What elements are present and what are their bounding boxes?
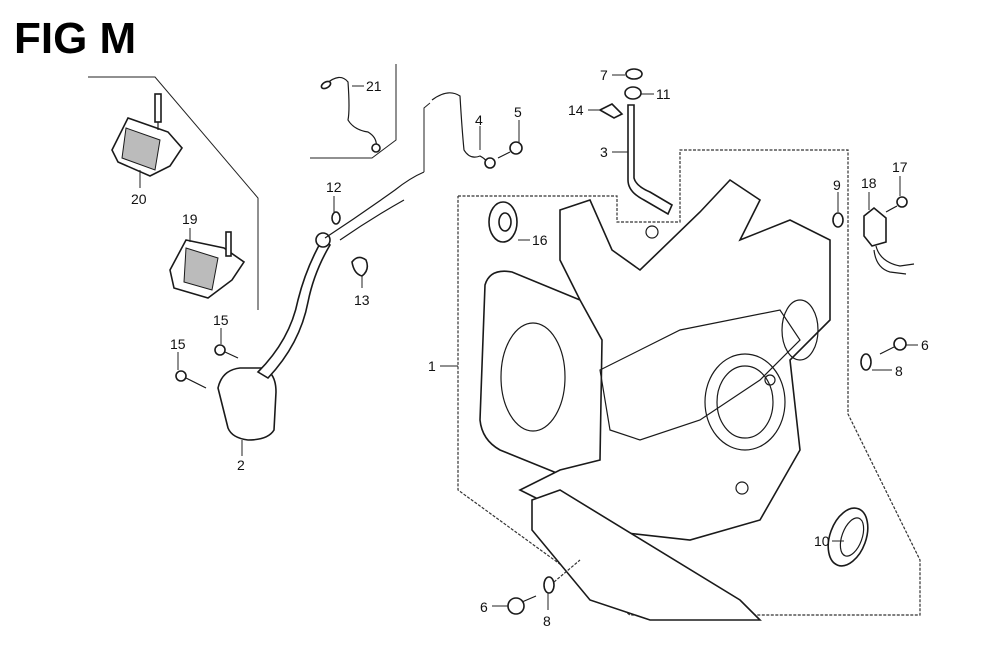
callout-7: 7: [600, 67, 608, 83]
callout-18: 18: [861, 175, 877, 191]
figure-title: FIG M: [14, 14, 137, 63]
callout-12: 12: [326, 179, 342, 195]
part-17-screw[interactable]: [885, 196, 908, 213]
callout-11: 11: [656, 86, 671, 102]
callout-14: 14: [568, 102, 584, 118]
callout-6-right: 6: [921, 337, 929, 353]
callout-15a: 15: [170, 336, 186, 352]
callout-labels: 1 2 3 4 5 6 6 7 8 8 9 10 11 12 13 14 15 …: [131, 67, 929, 629]
callout-5: 5: [514, 104, 522, 120]
callout-20: 20: [131, 191, 147, 207]
callout-9: 9: [833, 177, 841, 193]
part-15-bolt-a[interactable]: [175, 370, 207, 389]
part-7-cap[interactable]: [625, 68, 643, 80]
group-boundary-crankcase: [457, 149, 921, 616]
part-15-bolt-b[interactable]: [214, 344, 239, 359]
callout-19: 19: [182, 211, 198, 227]
part-20-mount[interactable]: [111, 93, 184, 177]
part-8-washer-bottom[interactable]: [543, 576, 555, 594]
leader-washer-to-case: [553, 559, 581, 583]
callout-2: 2: [237, 457, 245, 473]
part-11-grommet[interactable]: [624, 86, 642, 100]
callout-13: 13: [354, 292, 370, 308]
part-12-clip[interactable]: [331, 211, 341, 225]
part-21-wire[interactable]: [320, 76, 381, 153]
callout-15b: 15: [213, 312, 229, 328]
part-16-oil-seal[interactable]: [488, 201, 518, 243]
callout-3: 3: [600, 144, 608, 160]
callout-16: 16: [532, 232, 548, 248]
part-5-bolt[interactable]: [497, 141, 523, 159]
callout-1: 1: [428, 358, 436, 374]
part-8-washer-right[interactable]: [860, 353, 872, 371]
callout-6-bottom: 6: [480, 599, 488, 615]
callout-4: 4: [475, 112, 483, 128]
part-1-crankcase[interactable]: [479, 178, 831, 621]
part-6-bolt-bottom[interactable]: [507, 595, 537, 615]
part-wire-harness: [324, 102, 431, 241]
callout-10: 10: [814, 533, 830, 549]
part-19-mount[interactable]: [169, 231, 246, 299]
group-boundary-wire21: [310, 64, 397, 159]
part-18-oil-switch[interactable]: [863, 206, 915, 275]
part-14-clip[interactable]: [598, 103, 624, 119]
part-6-bolt-right[interactable]: [879, 337, 907, 355]
part-4-sensor-wire[interactable]: [431, 92, 496, 169]
callout-17: 17: [892, 159, 908, 175]
group-boundary-mounts: [88, 76, 259, 310]
callout-21: 21: [366, 78, 382, 94]
part-2-breather[interactable]: [217, 232, 332, 441]
callout-8-bottom: 8: [543, 613, 551, 629]
part-3-dipstick-tube[interactable]: [627, 104, 674, 216]
callout-8-right: 8: [895, 363, 903, 379]
part-10-oil-seal[interactable]: [821, 503, 875, 572]
part-9-dowel[interactable]: [832, 212, 844, 228]
part-13-clip[interactable]: [351, 256, 369, 277]
